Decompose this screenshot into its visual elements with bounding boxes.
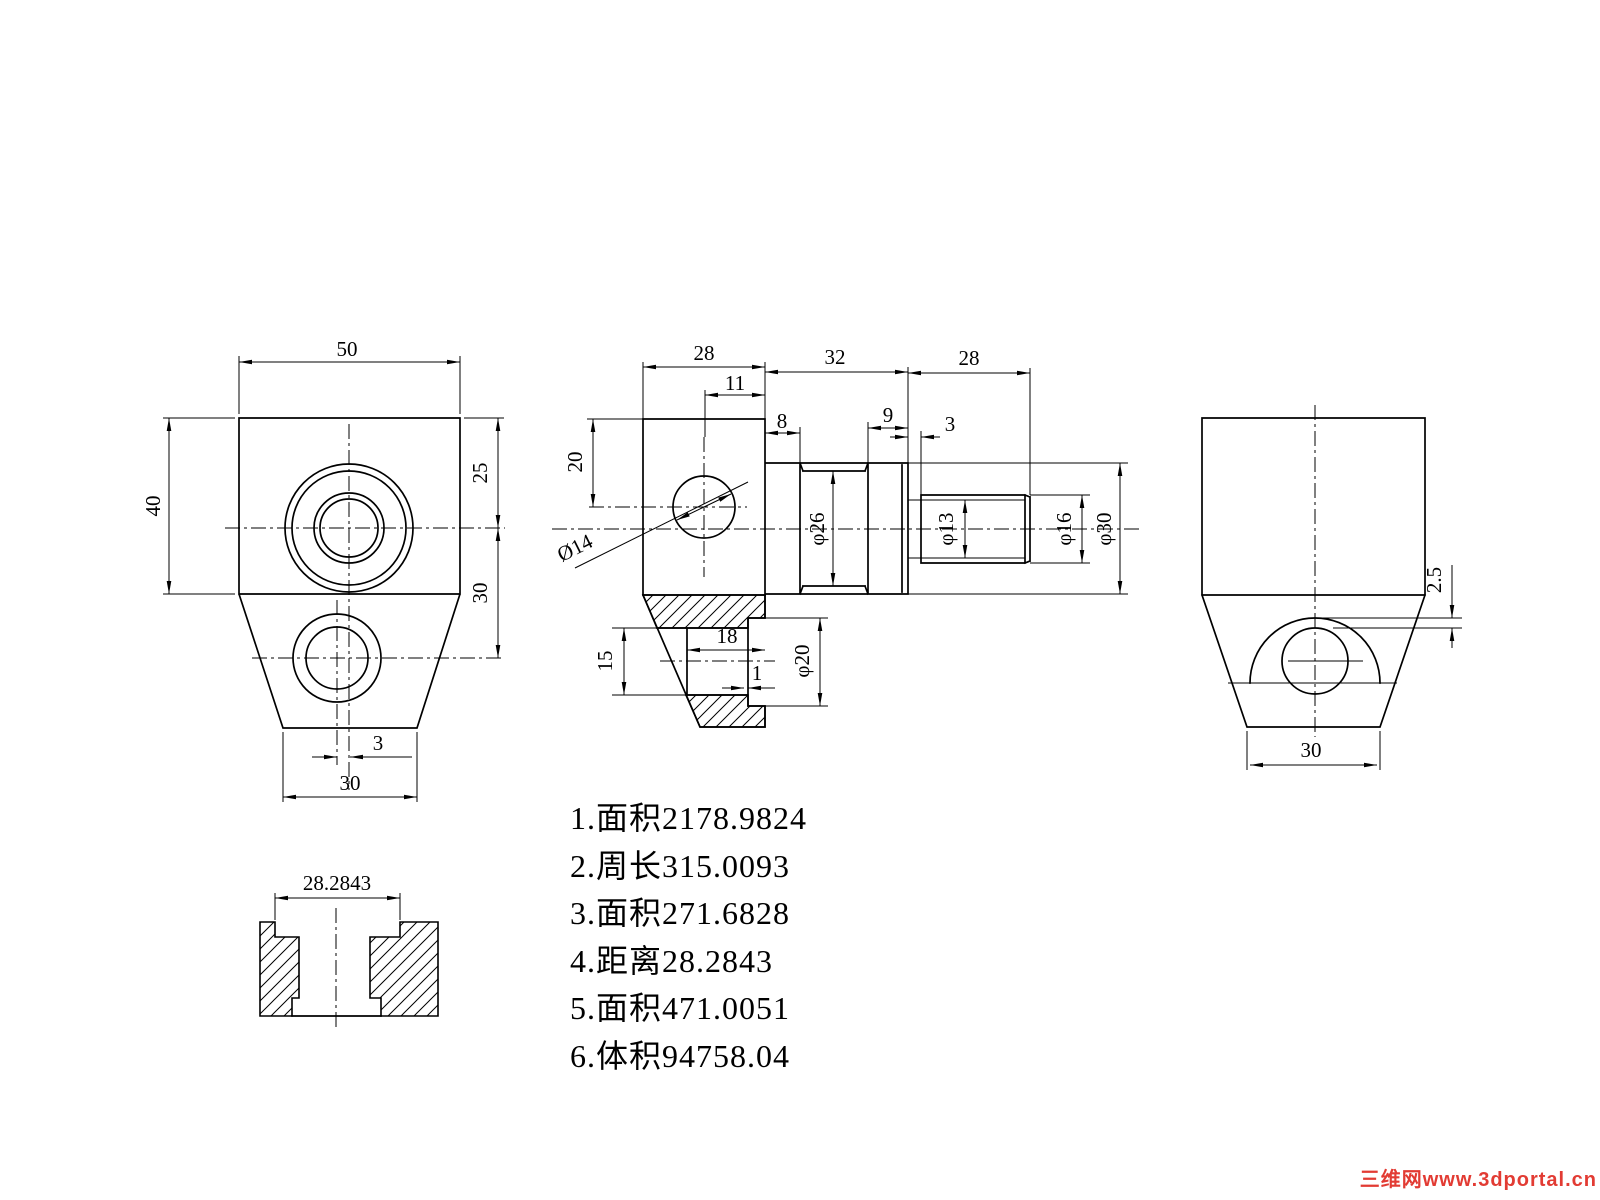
dim-label-step-left: 8 bbox=[777, 409, 788, 433]
front-view: 50 40 25 30 3 30 bbox=[141, 337, 505, 802]
watermark: 三维网www.3dportal.cn bbox=[1359, 1169, 1597, 1191]
dim-label-groove-dia: φ26 bbox=[805, 512, 829, 545]
note-item: 3.面积271.6828 bbox=[570, 895, 791, 931]
front-centerlines bbox=[225, 424, 505, 790]
notes-list: 1.面积2178.9824 2.周长315.0093 3.面积271.6828 … bbox=[570, 795, 807, 1080]
leader-phi14 bbox=[574, 481, 749, 569]
dim-label-relief-dia: φ13 bbox=[934, 512, 958, 545]
detail-hatch bbox=[259, 921, 439, 1017]
dim-label-top-width: 50 bbox=[337, 337, 358, 361]
dim-label-hole-from-top: 20 bbox=[563, 452, 587, 473]
note-item: 1.面积2178.9824 bbox=[570, 800, 808, 836]
dim-label-boss-step: 2.5 bbox=[1422, 567, 1446, 593]
leader-phi14-arrow bbox=[703, 493, 732, 508]
dim-label-slot-height: 15 bbox=[593, 651, 617, 672]
note-item: 2.周长315.0093 bbox=[570, 847, 791, 884]
dim-label-body-dia: φ30 bbox=[1092, 512, 1116, 545]
dim-label-right-bottom-width: 30 bbox=[1301, 738, 1322, 762]
dim-label-block-len: 28 bbox=[694, 341, 715, 365]
leader-phi14-arrow bbox=[676, 506, 705, 521]
side-section-view: 28 32 28 11 8 9 3 20 Ø14 φ26 φ13 φ16 φ30… bbox=[552, 341, 1140, 728]
dim-label-shaft-len: 28 bbox=[959, 346, 980, 370]
dim-label-cbore-dia: φ20 bbox=[790, 644, 814, 677]
note-item: 5.面积471.0051 bbox=[570, 990, 791, 1026]
right-extension-lines bbox=[1246, 617, 1462, 770]
detail-extension-lines bbox=[274, 893, 401, 920]
front-extension-lines bbox=[163, 356, 504, 802]
side-extension-lines bbox=[587, 362, 1128, 707]
dim-label-shaft-dia: φ16 bbox=[1052, 512, 1076, 545]
dim-label-top-to-center: 25 bbox=[468, 463, 492, 484]
dim-label-slot-depth: 18 bbox=[717, 624, 738, 648]
right-edge-lines bbox=[1228, 660, 1397, 684]
dim-label-hole-from-face: 11 bbox=[725, 371, 745, 395]
right-outline bbox=[1200, 417, 1427, 728]
dim-label-relief-width: 3 bbox=[945, 412, 956, 436]
dim-label-left-height: 40 bbox=[141, 496, 165, 517]
dim-label-slot-width: 28.2843 bbox=[303, 871, 371, 895]
detail-section-view: 28.2843 bbox=[259, 871, 439, 1030]
dim-label-step-right: 9 bbox=[883, 403, 894, 427]
note-item: 6.体积94758.04 bbox=[570, 1037, 791, 1074]
note-item: 4.距离28.2843 bbox=[570, 942, 774, 979]
dim-label-mid-len: 32 bbox=[825, 345, 846, 369]
right-view: 2.5 30 bbox=[1200, 405, 1462, 770]
dim-label-bottom-width: 30 bbox=[340, 771, 361, 795]
dim-label-center-to-center: 30 bbox=[468, 583, 492, 604]
dim-label-step-width: 1 bbox=[752, 661, 763, 685]
dim-label-hole-offset: 3 bbox=[373, 731, 384, 755]
